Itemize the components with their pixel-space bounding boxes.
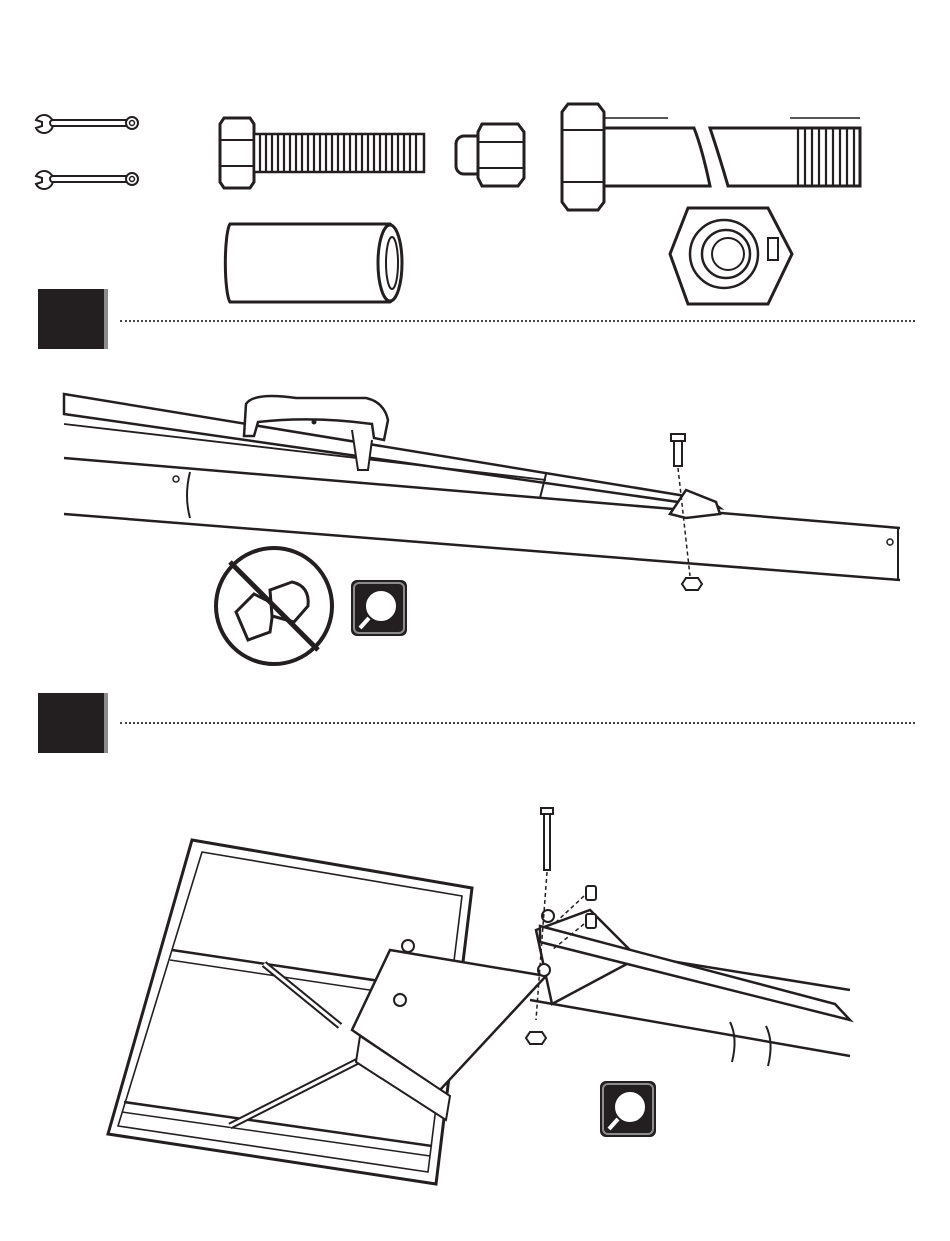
magnifier-icon (351, 580, 407, 636)
hex-bolt-icon (220, 118, 430, 188)
step-1-illustration (50, 380, 930, 680)
wrench-icon (34, 114, 144, 134)
wrench-icon (34, 170, 144, 190)
step-2-separator (120, 722, 915, 724)
lock-nut-icon (452, 120, 532, 190)
hex-nut-icon (668, 202, 798, 312)
step-2-number-box (38, 693, 104, 753)
step-2-illustration (90, 800, 890, 1200)
spacer-sleeve-icon (222, 220, 412, 306)
magnifier-icon (600, 1081, 656, 1137)
no-impact-wrench-icon (212, 544, 336, 668)
long-bolt-icon (560, 104, 870, 214)
step-1-number-box (38, 289, 104, 349)
hardware-panel (0, 0, 950, 320)
step-1-separator (120, 320, 915, 322)
